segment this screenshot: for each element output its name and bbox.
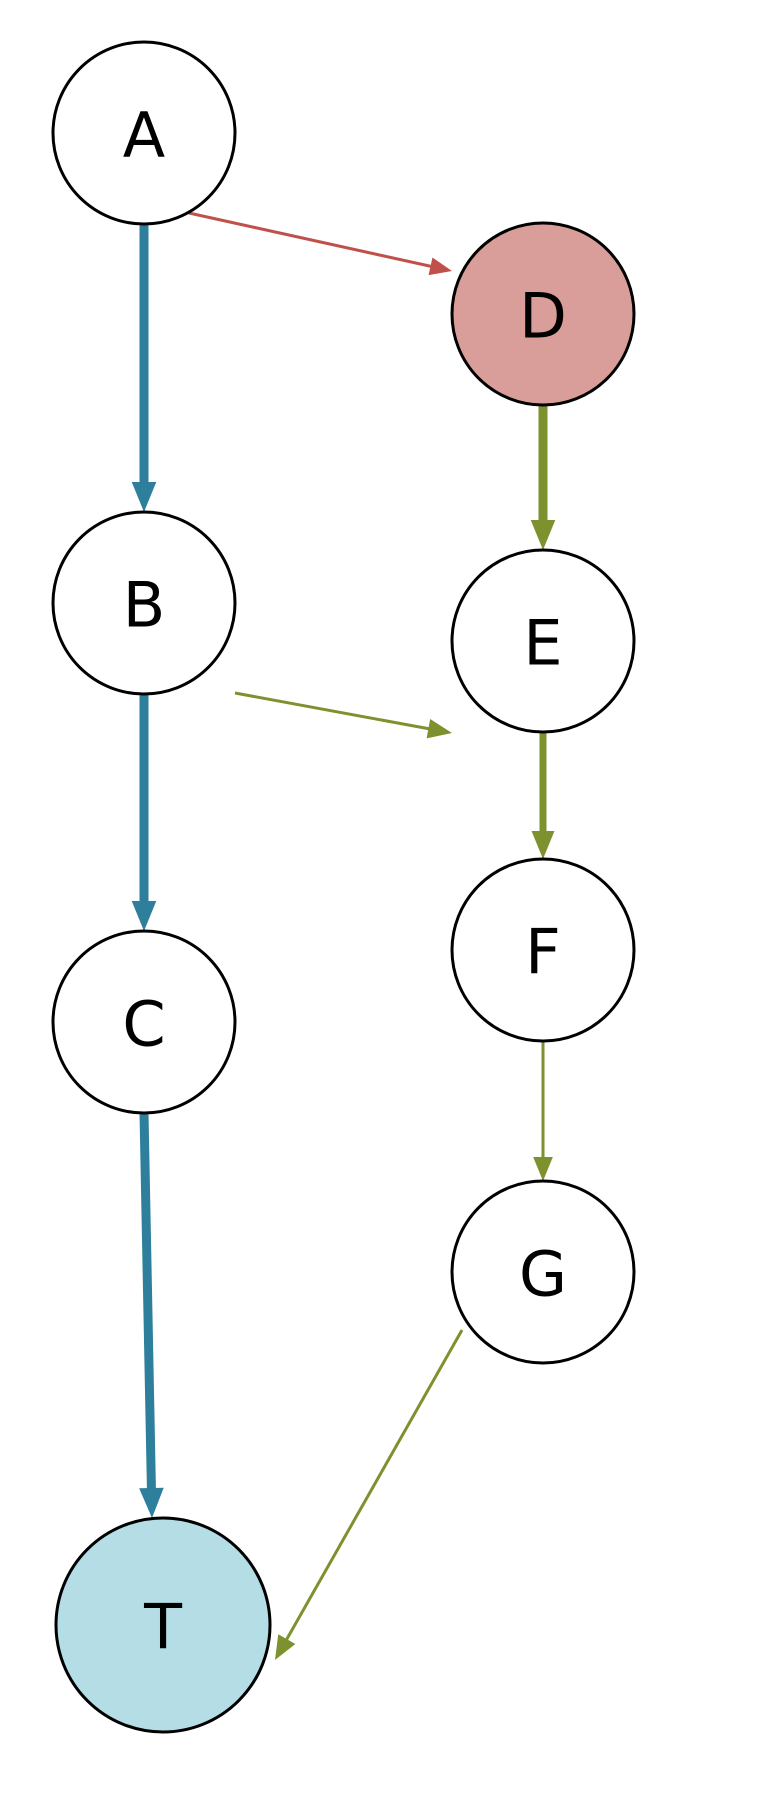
node-d[interactable]: D [450,221,636,407]
edge-arrowhead [428,257,452,276]
edges-layer [131,211,556,1660]
node-g[interactable]: G [450,1179,636,1365]
edge-a-to-b [131,224,157,512]
edge-arrowhead [426,718,452,739]
node-circle-e[interactable] [450,548,636,734]
edge-arrowhead [139,1487,164,1518]
node-a[interactable]: A [51,40,237,226]
edge-arrowhead [275,1634,296,1660]
node-b[interactable]: B [51,510,237,696]
edge-shaft [284,1329,464,1642]
edge-a-to-d [188,211,452,276]
edge-shaft [234,691,431,731]
node-circle-c[interactable] [51,929,237,1115]
node-e[interactable]: E [450,548,636,734]
node-circle-d[interactable] [450,221,636,407]
node-circle-f[interactable] [450,857,636,1043]
edge-b-to-c [131,694,157,931]
node-f[interactable]: F [450,857,636,1043]
edge-g-to-t [275,1329,464,1660]
edge-e-to-f [531,732,555,859]
node-c[interactable]: C [51,929,237,1115]
edge-arrowhead [131,901,157,931]
edge-c-to-t [139,1112,164,1518]
edge-shaft [139,1112,156,1491]
node-circle-a[interactable] [51,40,237,226]
edge-shaft [188,211,433,269]
node-circle-g[interactable] [450,1179,636,1365]
node-t[interactable]: T [54,1516,272,1734]
node-circle-b[interactable] [51,510,237,696]
edge-d-to-e [530,405,556,550]
edge-f-to-g [533,1041,553,1181]
edge-arrowhead [533,1157,553,1181]
edge-arrowhead [531,831,555,859]
edge-arrowhead [131,482,157,512]
node-circle-t[interactable] [54,1516,272,1734]
edge-b-to-e [234,691,452,739]
edge-arrowhead [530,520,556,550]
